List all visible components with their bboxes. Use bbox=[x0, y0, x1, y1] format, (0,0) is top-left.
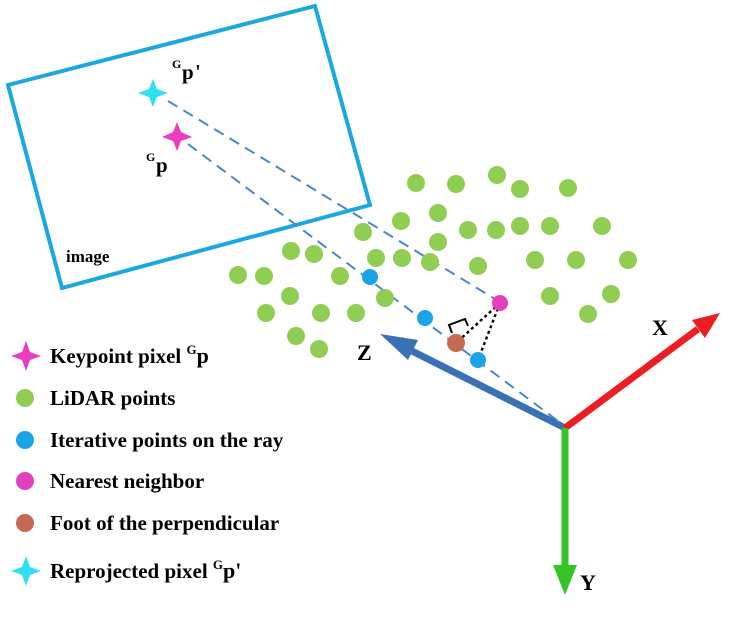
lidar-point bbox=[619, 251, 637, 269]
legend-label-sup: G bbox=[213, 557, 223, 572]
lidar-point bbox=[511, 180, 529, 198]
lidar-point bbox=[354, 223, 372, 241]
lidar-point bbox=[281, 287, 299, 305]
lidar-point bbox=[429, 233, 447, 251]
legend-label: Iterative points on the ray bbox=[50, 428, 284, 452]
lidar-point bbox=[526, 251, 544, 269]
four-point-star-icon bbox=[11, 341, 41, 371]
legend-label-base: p' bbox=[223, 558, 241, 583]
legend-item-lidar: LiDAR points bbox=[16, 386, 175, 410]
lidar-point bbox=[282, 242, 300, 260]
lidar-point bbox=[421, 253, 439, 271]
y-axis-label: Y bbox=[580, 570, 596, 595]
ray-reprojected bbox=[167, 100, 501, 303]
nearest-neighbor-point bbox=[492, 295, 508, 311]
reprojected-pixel-base: p bbox=[182, 60, 194, 84]
reprojected-pixel-prime: ' bbox=[195, 60, 201, 84]
dot-icon bbox=[16, 514, 34, 532]
legend-item-keypoint: Keypoint pixel Gp bbox=[11, 341, 209, 371]
legend-item-nearest: Nearest neighbor bbox=[16, 469, 204, 493]
iterative-point bbox=[417, 310, 433, 326]
legend-label: Keypoint pixel Gp bbox=[50, 342, 209, 368]
lidar-point bbox=[305, 245, 323, 263]
z-axis-label: Z bbox=[357, 340, 372, 365]
lidar-point bbox=[469, 257, 487, 275]
four-point-star-icon bbox=[11, 556, 41, 586]
lidar-point bbox=[511, 217, 529, 235]
lidar-point bbox=[407, 174, 425, 192]
keypoint-pixel-base: p bbox=[156, 153, 168, 177]
lidar-point bbox=[447, 175, 465, 193]
legend-label: Foot of the perpendicular bbox=[50, 511, 279, 535]
lidar-point bbox=[392, 212, 410, 230]
lidar-point bbox=[429, 204, 447, 222]
legend-label: Nearest neighbor bbox=[50, 469, 204, 493]
z-axis-arrowhead bbox=[380, 334, 418, 360]
iterative-point bbox=[362, 269, 378, 285]
legend-item-iterative: Iterative points on the ray bbox=[16, 428, 284, 452]
right-angle-mark bbox=[447, 317, 469, 334]
lidar-point bbox=[602, 285, 620, 303]
lidar-point bbox=[488, 166, 506, 184]
keypoint-pixel-sup: G bbox=[146, 150, 155, 164]
x-axis-arrowhead bbox=[692, 313, 720, 338]
lidar-point bbox=[593, 217, 611, 235]
lidar-point bbox=[255, 267, 273, 285]
x-axis bbox=[562, 326, 701, 431]
lidar-point bbox=[229, 266, 247, 284]
dot-icon bbox=[16, 472, 34, 490]
lidar-point bbox=[287, 327, 305, 345]
legend-item-foot: Foot of the perpendicular bbox=[16, 511, 279, 535]
legend-label-sup: G bbox=[187, 342, 197, 357]
lidar-point bbox=[487, 221, 505, 239]
x-axis-label: X bbox=[652, 315, 668, 340]
iterative-point bbox=[470, 352, 486, 368]
neighbor-to-foot-line bbox=[455, 302, 501, 344]
lidar-point bbox=[567, 251, 585, 269]
lidar-point bbox=[376, 289, 394, 307]
dot-icon bbox=[16, 389, 34, 407]
reprojected-pixel-icon bbox=[138, 79, 168, 107]
legend-label-base: p bbox=[197, 343, 209, 368]
lidar-point bbox=[459, 221, 477, 239]
perpendicular-foot-point bbox=[447, 334, 465, 352]
lidar-point bbox=[541, 287, 559, 305]
lidar-points bbox=[229, 166, 637, 358]
lidar-point bbox=[367, 249, 385, 267]
legend-label: LiDAR points bbox=[50, 386, 175, 410]
y-axis-arrowhead bbox=[553, 565, 577, 595]
lidar-point bbox=[541, 217, 559, 235]
legend-item-reprojected: Reprojected pixel Gp' bbox=[11, 556, 241, 586]
lidar-point bbox=[312, 304, 330, 322]
lidar-point bbox=[393, 249, 411, 267]
keypoint-pixel-icon bbox=[162, 122, 192, 151]
reprojected-pixel-sup: G bbox=[172, 57, 181, 71]
lidar-point bbox=[331, 267, 349, 285]
dot-icon bbox=[16, 431, 34, 449]
neighbor-to-iterative-line bbox=[476, 302, 502, 361]
ray-keypoint bbox=[187, 143, 563, 425]
lidar-point bbox=[257, 304, 275, 322]
image-frame-label: image bbox=[66, 247, 110, 266]
lidar-point bbox=[559, 179, 577, 197]
z-axis bbox=[408, 346, 567, 432]
image-frame bbox=[5, 3, 373, 291]
legend-label: Reprojected pixel Gp' bbox=[50, 557, 241, 583]
lidar-point bbox=[347, 304, 365, 322]
lidar-point bbox=[310, 340, 328, 358]
lidar-point bbox=[579, 305, 597, 323]
